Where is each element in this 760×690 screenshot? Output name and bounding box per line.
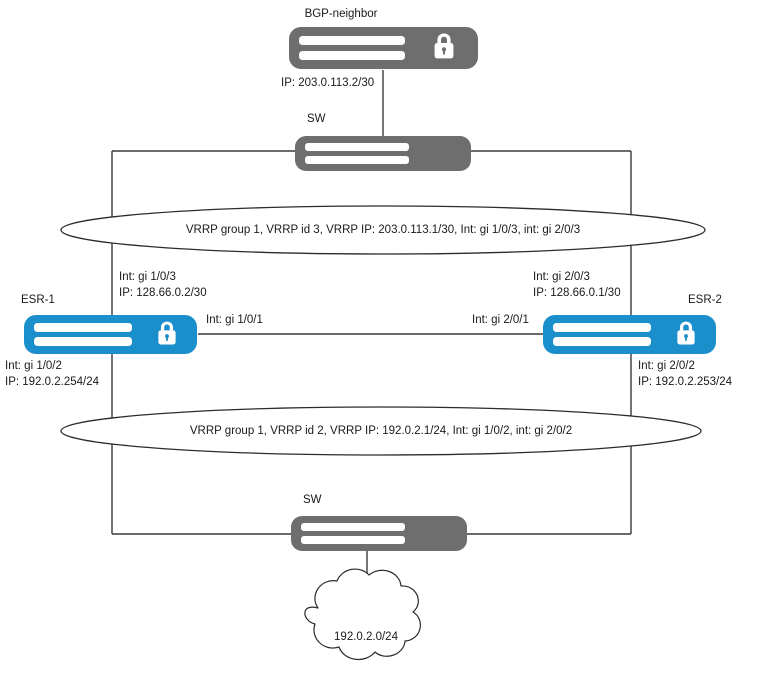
node-sw-bottom[interactable]	[291, 516, 467, 551]
node-label-esr-2: ESR-2	[688, 294, 722, 306]
label-esr2-uplink-int: Int: gi 2/0/3	[533, 271, 590, 283]
label-esr1-downlink-int: Int: gi 1/0/2	[5, 360, 62, 372]
label-esr1-downlink-ip: IP: 192.0.2.254/24	[5, 376, 99, 388]
vrrp-group-top-label: VRRP group 1, VRRP id 3, VRRP IP: 203.0.…	[185, 224, 581, 236]
vrrp-group-bottom-label: VRRP group 1, VRRP id 2, VRRP IP: 192.0.…	[189, 425, 573, 437]
label-esr2-uplink-ip: IP: 128.66.0.1/30	[533, 287, 621, 299]
node-esr-1[interactable]	[24, 315, 197, 354]
node-esr-2[interactable]	[543, 315, 716, 354]
node-label-cloud: 192.0.2.0/24	[334, 631, 398, 643]
node-bgp-neighbor[interactable]	[289, 27, 478, 69]
label-esr2-downlink-ip: IP: 192.0.2.253/24	[638, 376, 732, 388]
node-cloud[interactable]	[304, 568, 421, 660]
node-label-sw-top: SW	[307, 113, 326, 125]
label-esr1-peer-int: Int: gi 1/0/1	[206, 314, 263, 326]
vrrp-group-bottom-ellipse	[60, 406, 702, 456]
label-esr2-peer-int: Int: gi 2/0/1	[472, 314, 529, 326]
node-label-bgp-neighbor: BGP-neighbor	[304, 8, 378, 20]
label-bgp-neighbor-ip: IP: 203.0.113.2/30	[281, 77, 375, 89]
node-sw-top[interactable]	[295, 136, 471, 171]
node-label-esr-1: ESR-1	[21, 294, 55, 306]
label-esr1-uplink-int: Int: gi 1/0/3	[119, 271, 176, 283]
label-esr1-uplink-ip: IP: 128.66.0.2/30	[119, 287, 207, 299]
node-label-sw-bottom: SW	[303, 494, 322, 506]
label-esr2-downlink-int: Int: gi 2/0/2	[638, 360, 695, 372]
vrrp-group-top-ellipse	[60, 205, 706, 255]
